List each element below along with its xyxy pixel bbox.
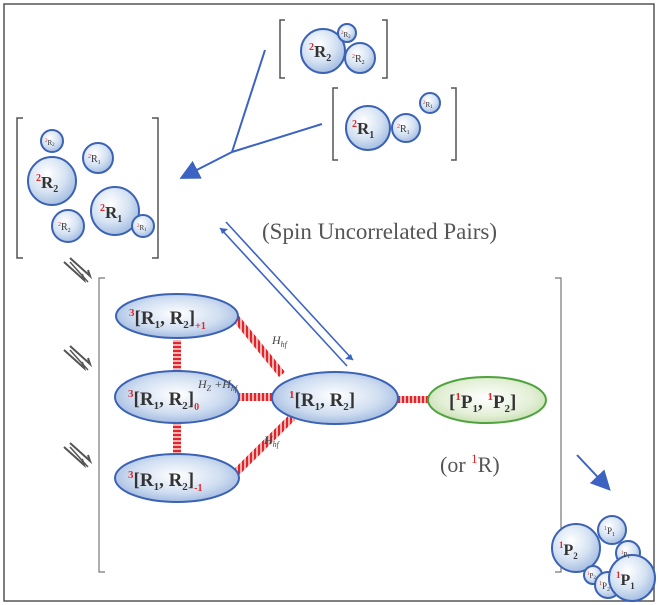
- radical-label: 2R2: [341, 31, 351, 40]
- radical-bubble: [27, 156, 77, 206]
- arrow-line: [219, 227, 348, 367]
- arrow-line: [225, 221, 354, 361]
- product-label: 1P1: [604, 526, 615, 538]
- radical-bubble: [40, 129, 64, 153]
- right-bracket: [555, 277, 562, 573]
- triplet-state-zero: 3[R1, R2]0: [114, 370, 240, 424]
- left-bracket: [332, 87, 338, 161]
- state-oval: [115, 293, 239, 339]
- coupling-line: [235, 393, 273, 401]
- radical-label: 2R1: [423, 101, 433, 110]
- arrow-line: [179, 151, 233, 179]
- spin-couplings: [173, 311, 429, 479]
- product-bubble: [608, 554, 656, 602]
- state-label: 3[R1, R2]+1: [129, 307, 206, 332]
- final-products: 1P2 1P1 1P1 1P2 1P1 1P2: [551, 515, 656, 602]
- radical-bubble: [51, 209, 85, 243]
- product-bubble: [597, 515, 627, 545]
- radical-label: 2R2: [36, 173, 58, 195]
- coupling-line: [229, 311, 285, 377]
- hyperfine-label: Hhf: [263, 433, 281, 449]
- left-bracket: [16, 117, 23, 259]
- left-bracket: [98, 277, 105, 573]
- alternative-product-label: (or 1R): [440, 451, 500, 477]
- triplet-state-minus1: 3[R1, R2]-1: [114, 453, 240, 503]
- figure-frame: [3, 3, 655, 602]
- product-label: 1P1: [616, 570, 635, 591]
- state-oval: [271, 371, 399, 425]
- right-bracket: [451, 87, 457, 161]
- product-label: 1P1: [621, 551, 630, 560]
- state-label: 3[R1, R2]-1: [128, 469, 202, 494]
- radical-bubble: [300, 28, 346, 74]
- state-label: 1[R1, R2]: [289, 389, 355, 413]
- product-arrow: [576, 454, 611, 491]
- radical-bubble: [337, 23, 357, 43]
- product-label: 1P2: [587, 572, 596, 581]
- coupling-line: [229, 415, 295, 479]
- equilibrium-arrow-diagonal: [219, 221, 354, 367]
- radical-bubble: [131, 214, 155, 238]
- radical-label: 2R2: [352, 54, 365, 66]
- radical-bubble: [82, 142, 114, 174]
- arrow-head: [345, 354, 353, 360]
- radical-label: 2R1: [88, 154, 101, 166]
- radical-bubble: [90, 186, 140, 236]
- free-radicals: 2R2 2R1 2R1 2R2 2R1 2R2: [16, 117, 159, 259]
- state-oval: [427, 376, 547, 424]
- equilibrium-arrow: [63, 345, 93, 372]
- hyperfine-label: Hhf: [271, 333, 289, 349]
- equilibrium-arrows-left: [63, 257, 93, 469]
- radical-label: 2R1: [100, 203, 122, 225]
- right-bracket: [152, 117, 159, 259]
- radical-bubble: [419, 92, 441, 114]
- radical-bubble: [345, 105, 391, 151]
- coupling-line: [397, 396, 429, 403]
- left-bracket: [279, 19, 285, 79]
- product-label: 1P2: [559, 540, 578, 561]
- radical-label: 2R2: [58, 222, 71, 234]
- arrow-line: [231, 123, 323, 153]
- arrow-head: [220, 228, 228, 234]
- equilibrium-arrow: [63, 257, 93, 284]
- coupling-line: [173, 340, 181, 372]
- triplet-state-plus1: 3[R1, R2]+1: [115, 293, 239, 339]
- state-oval: [114, 370, 240, 424]
- escape-arrows: [179, 49, 323, 179]
- spin-uncorrelated-label: (Spin Uncorrelated Pairs): [262, 219, 497, 244]
- product-state: [1P1, 1P2]: [427, 376, 547, 424]
- product-label: 1P2: [599, 581, 610, 593]
- radical-label: 2R2: [45, 139, 55, 148]
- arrow-line: [231, 49, 266, 153]
- geminate-pair-r2: 2R2 2R2 2R2: [279, 19, 388, 79]
- radical-label: 2R1: [397, 124, 410, 136]
- coupling-line: [173, 420, 181, 454]
- state-label: [1P1, 1P2]: [449, 391, 516, 415]
- radical-label: 2R2: [309, 42, 331, 64]
- radical-label: 2R1: [352, 119, 374, 141]
- radical-bubble: [391, 113, 421, 143]
- product-bubble: [551, 523, 601, 573]
- equilibrium-arrow: [63, 442, 93, 469]
- zeeman-hyperfine-label: HZ +Hhf: [197, 377, 239, 393]
- right-bracket: [382, 19, 388, 79]
- singlet-state: 1[R1, R2]: [271, 371, 399, 425]
- state-oval: [114, 453, 240, 503]
- radical-bubble: [344, 42, 376, 74]
- geminate-pair-r1: 2R1 2R1 2R1: [332, 87, 457, 161]
- radical-label: 2R1: [137, 224, 147, 233]
- state-label: 3[R1, R2]0: [128, 388, 199, 413]
